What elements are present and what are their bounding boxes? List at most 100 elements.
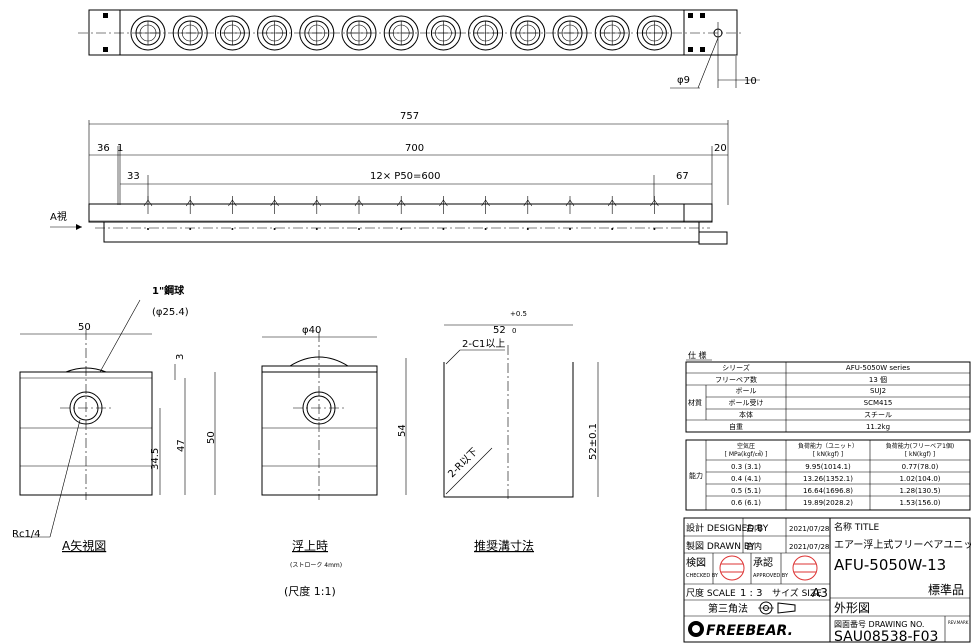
title-block: 設計 DESIGNED BY 古内 2021/07/28 製図 DRAWN BY… [683,517,971,643]
dim-33: 33 [127,171,140,182]
stroke-note: (ストローク 4mm) [290,562,342,569]
logo-text: FREEBEAR. [706,623,793,639]
dim-pitch: 12× P50=600 [370,171,441,182]
drawing-no-label: 図面番号 DRAWING NO. [834,619,924,629]
cap-r1-c1: 13.26(1352.1) [803,475,853,483]
model-number: AFU-5050W-13 [834,556,946,574]
checked-stamp [719,555,745,581]
cap-h2-unit: [ kN(kgf) ] [813,451,844,458]
projection: 第三角法 [708,602,748,615]
free-bear-front-1 [143,196,153,230]
free-bear-front-13 [650,196,659,230]
dim-54: 54 [397,424,408,437]
dim-20: 20 [714,143,727,154]
dim-1: 1 [117,143,123,154]
name-jp: エアー浮上式フリーベアユニット [834,538,971,551]
float-caption: 浮上時 [292,539,328,553]
c1-label: 2-C1以上 [462,338,505,350]
free-bear-top-1 [130,15,166,51]
free-bear-top-4 [257,15,293,51]
cap-r0-c2: 0.77(78.0) [902,463,939,471]
cap-h1-unit: [ MPa(kgf/㎠) ] [725,450,768,458]
cap-r1-c0: 0.4 (4.1) [731,475,761,483]
floating-detail: φ40 54 浮上時 (ストローク 4mm) (尺度 1:1) [261,325,408,598]
spec-value-weight: 11.2kg [866,423,890,431]
cap-r3-c0: 0.6 (6.1) [731,499,761,507]
dim-47: 47 [176,439,187,452]
dim-h52: 52±0.1 [588,423,599,460]
ball-label: 1"鋼球 [152,284,185,297]
free-bear-top-10 [510,15,546,51]
checked-en: CHECKED BY [686,573,719,579]
phi9-label: φ9 [677,75,690,86]
free-bear-top-7 [383,15,419,51]
free-bear-top-3 [214,15,250,51]
free-bear-top-9 [468,15,504,51]
spec-value-count: 13 個 [869,375,887,384]
freebear-logo: FREEBEAR. [688,621,793,639]
a-view-detail: 50 1"鋼球 (φ25.4) 3 34.5 47 50 Rc1/4 A矢視図 [12,284,217,553]
top-view: φ9 10 [78,9,760,89]
free-bear-top-5 [299,15,335,51]
scale-note: (尺度 1:1) [284,584,336,598]
dim-groove-w: 52 [493,325,506,336]
cap-r2-c1: 16.64(1696.8) [803,487,853,495]
free-bear-front-8 [439,196,448,230]
free-bear-front-12 [607,196,617,230]
r-label: 2-R以下 [446,446,480,480]
spec-title: 仕 様 [688,350,707,360]
spec-label-seat: ボール受け [729,398,764,407]
cap-r0-c1: 9.95(1014.1) [805,463,851,471]
free-bear-front-2 [185,196,195,230]
drawn-by: 古内 [746,541,762,551]
free-bear-top-13 [636,15,672,51]
capacity-table: 能力 空気圧 [ MPa(kgf/㎠) ] 負荷能力（ユニット） [ kN(kg… [685,439,971,511]
cap-h1: 空気圧 [737,442,755,450]
size-label: サイズ SIZE [772,587,822,599]
material-group: 材質 [688,398,702,407]
dim-3: 3 [175,354,186,360]
approved-en: APPROVED BY [753,573,789,579]
free-bear-front-3 [228,196,237,230]
drawn-label: 製図 DRAWN BY [686,540,756,552]
name-label: 名称 TITLE [834,521,880,533]
cap-r2-c0: 0.5 (5.1) [731,487,761,495]
scale-label: 尺度 SCALE [686,587,736,599]
free-bear-front-9 [481,196,490,230]
capacity-group: 能力 [689,471,703,480]
drawn-date: 2021/07/28 [789,543,829,551]
revision-label: REV.MARK [948,620,969,625]
approved-label: 承認 [753,556,773,569]
designed-date: 2021/07/28 [789,525,829,533]
spec-value-seat: SCM415 [864,399,893,407]
spec-value-body: スチール [864,411,892,419]
free-bear-front-5 [312,196,322,230]
spec-label-weight: 自重 [729,422,743,431]
cap-r0-c0: 0.3 (3.1) [731,463,761,471]
groove-detail: 52 +0.5 0 2-C1以上 2-R以下 52±0.1 推奨溝寸法 [443,310,599,553]
cap-h3: 負荷能力(フリーベア1個) [886,442,955,450]
free-bear-top-8 [425,15,461,51]
spec-label-count: フリーベア数 [715,375,757,384]
approved-stamp [792,555,818,581]
spec-table: 仕 様 材質 シリーズ AFU-5050W series フリーベア数 13 個… [685,350,971,433]
free-bear-front-7 [396,196,406,230]
spec-value-ball: SUJ2 [870,387,886,395]
dim-34-5: 34.5 [150,448,161,470]
dim-67: 67 [676,171,689,182]
a-view-caption: A矢視図 [62,538,106,553]
spec-label-ball: ボール [736,387,757,395]
dim-phi40: φ40 [302,325,321,336]
dim-w50: 50 [78,322,91,333]
spec-label-series: シリーズ [722,363,750,372]
free-bear-front-6 [354,196,364,230]
cap-h3-unit: [ kN(kgf) ] [905,451,936,458]
groove-tol-upper: +0.5 [510,310,527,318]
rc-label: Rc1/4 [12,529,41,540]
dim-36: 36 [97,143,110,154]
dim-10: 10 [744,76,757,87]
mount-holes [103,13,737,88]
cap-r3-c2: 1.53(156.0) [899,499,940,507]
free-bear-top-12 [594,15,630,51]
